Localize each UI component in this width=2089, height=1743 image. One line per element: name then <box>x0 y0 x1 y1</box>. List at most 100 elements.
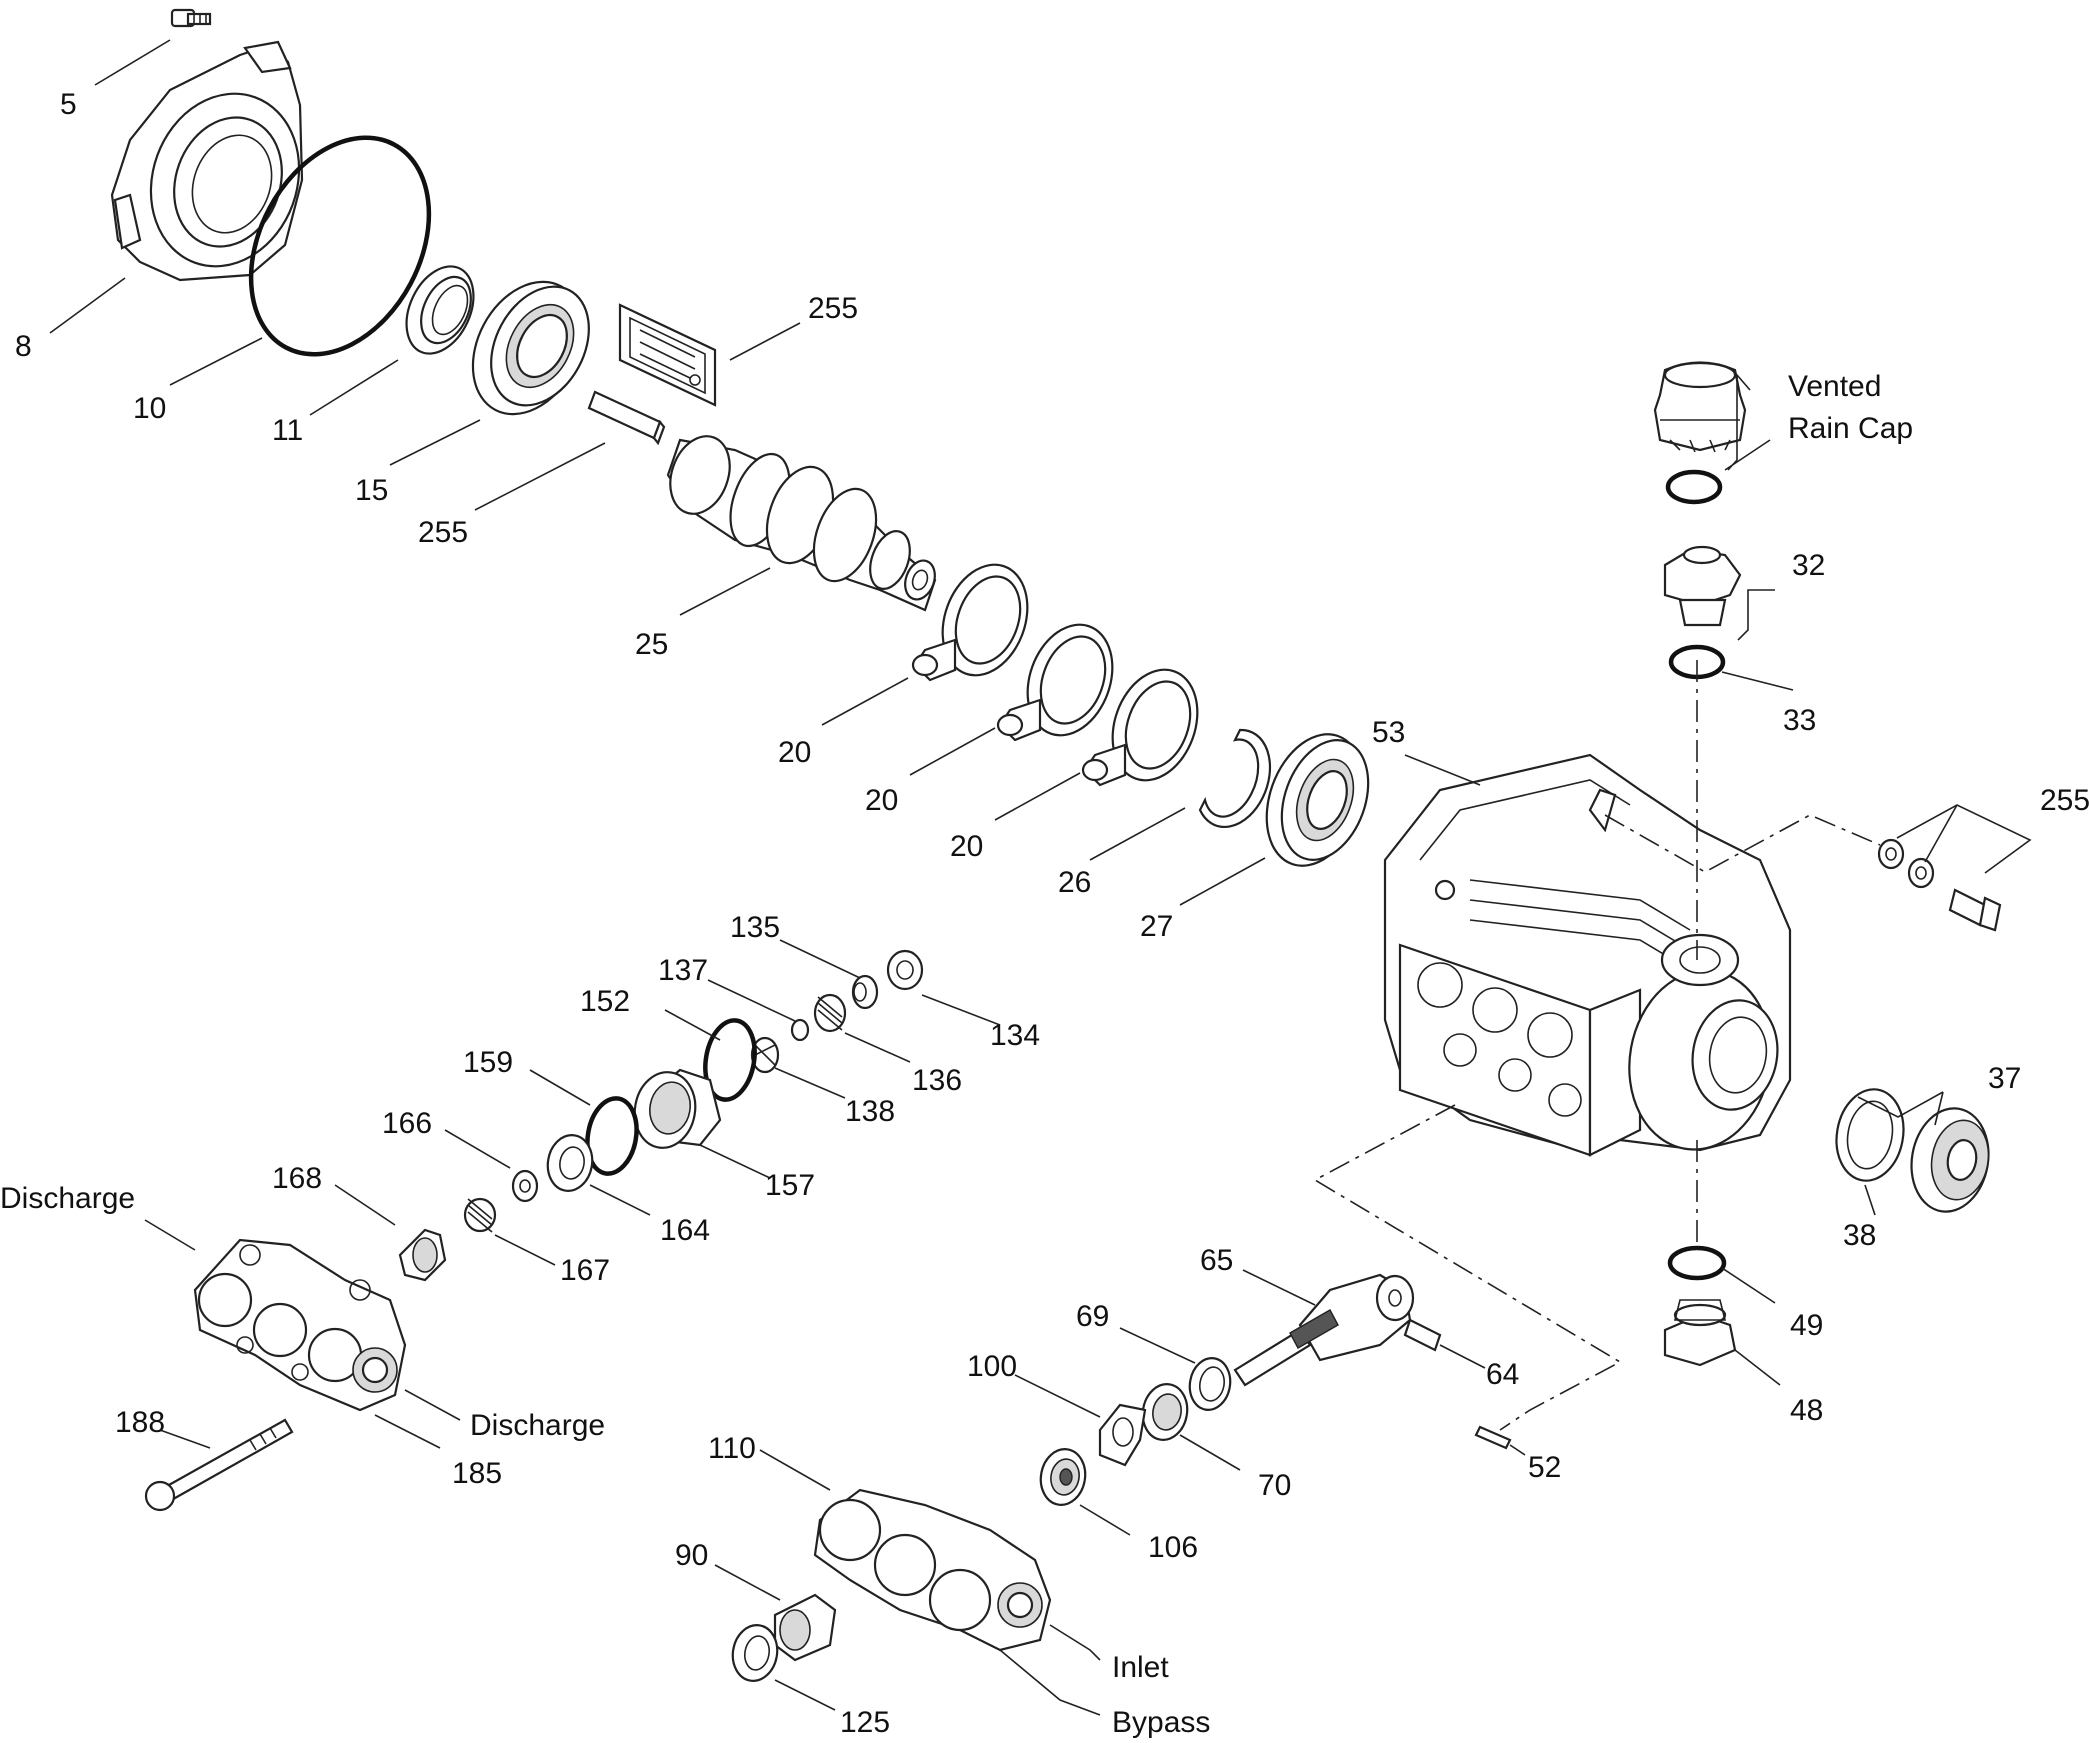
callout-185: 185 <box>452 1457 502 1490</box>
part-185-discharge-manifold <box>193 1238 407 1412</box>
callout-110: 110 <box>708 1432 756 1465</box>
part-137-washer <box>790 1018 810 1042</box>
part-69-washer <box>1188 1357 1232 1411</box>
callout-100: 100 <box>967 1350 1017 1383</box>
callout-136: 136 <box>912 1064 962 1097</box>
callout-137: 137 <box>658 954 708 987</box>
callout-26: 26 <box>1058 866 1091 899</box>
part-26-snap-ring <box>1198 728 1272 828</box>
callout-152: 152 <box>580 985 630 1018</box>
callout-49: 49 <box>1790 1309 1823 1342</box>
callout-vented: Vented <box>1788 370 1881 403</box>
callout-15: 15 <box>355 474 388 507</box>
part-134-washer <box>886 949 924 991</box>
part-32-breather-cap <box>1663 545 1742 627</box>
callout-rain-cap: Rain Cap <box>1788 412 1913 445</box>
callout-255-key: 255 <box>418 516 468 549</box>
callout-8: 8 <box>15 330 32 363</box>
part-110-inlet-manifold <box>813 1488 1052 1652</box>
callout-138: 138 <box>845 1095 895 1128</box>
center-lines <box>1313 660 1881 1431</box>
part-136-spring <box>813 993 847 1033</box>
part-168-valve <box>398 1228 447 1282</box>
part-52-pin <box>1474 1425 1512 1450</box>
callout-157: 157 <box>765 1169 815 1202</box>
callout-discharge-side: Discharge <box>470 1409 605 1442</box>
callout-164: 164 <box>660 1214 710 1247</box>
callout-27: 27 <box>1140 910 1173 943</box>
part-53-crankcase <box>1383 753 1792 1157</box>
part-10-o-ring <box>248 135 432 357</box>
part-90-bearing <box>773 1593 837 1662</box>
callout-38: 38 <box>1843 1219 1876 1252</box>
callout-inlet: Inlet <box>1112 1651 1169 1684</box>
part-15-ball-bearing <box>471 280 590 416</box>
callout-20-b: 20 <box>865 784 898 817</box>
callout-discharge-top: Discharge <box>0 1182 135 1215</box>
callout-125: 125 <box>840 1706 890 1739</box>
callout-135: 135 <box>730 911 780 944</box>
part-vented-rain-cap-o-ring <box>1665 469 1723 505</box>
callout-37: 37 <box>1988 1062 2021 1095</box>
part-20-connecting-rod-1 <box>911 563 1029 682</box>
part-106-seal <box>1039 1448 1087 1506</box>
part-188-bolt <box>144 1418 294 1512</box>
part-20-connecting-rod-2 <box>996 623 1114 742</box>
callout-65: 65 <box>1200 1244 1233 1277</box>
callout-52: 52 <box>1528 1451 1561 1484</box>
part-164-washer <box>546 1134 594 1192</box>
callout-255-plate: 255 <box>808 292 858 325</box>
callout-bypass: Bypass <box>1112 1706 1210 1739</box>
callout-33: 33 <box>1783 704 1816 737</box>
callout-11: 11 <box>272 414 303 447</box>
part-5-bolt <box>170 8 212 28</box>
part-167-spring <box>463 1197 497 1233</box>
part-100-retainer <box>1098 1403 1147 1467</box>
callout-69: 69 <box>1076 1300 1109 1333</box>
part-8-bearing-cover <box>110 40 304 282</box>
part-27-ball-bearing <box>1265 733 1370 867</box>
callout-188: 188 <box>115 1406 165 1439</box>
callout-20-a: 20 <box>778 736 811 769</box>
part-70-seal <box>1141 1383 1189 1441</box>
part-125-seal <box>731 1624 779 1682</box>
part-255-label-plate <box>618 303 717 407</box>
part-38-washer <box>1835 1088 1905 1182</box>
callout-25: 25 <box>635 628 668 661</box>
part-166-washer <box>511 1169 539 1203</box>
part-138-seal <box>750 1036 780 1074</box>
part-255-washers-bolt <box>1877 838 2002 932</box>
part-25-crankshaft <box>666 435 937 612</box>
callout-5: 5 <box>60 88 77 121</box>
part-152-o-ring <box>703 1018 757 1102</box>
part-157-seal-retainer <box>633 1068 722 1149</box>
callout-255-right: 255 <box>2040 784 2089 817</box>
part-255-key <box>587 390 666 446</box>
part-159-o-ring <box>585 1096 639 1176</box>
callout-labels: 5 8 10 11 15 255 255 25 20 20 20 26 27 5… <box>0 88 2089 1739</box>
callout-168: 168 <box>272 1162 322 1195</box>
callout-90: 90 <box>675 1539 708 1572</box>
callout-166: 166 <box>382 1107 432 1140</box>
callout-64: 64 <box>1486 1358 1519 1391</box>
part-48-drain-plug <box>1663 1299 1737 1367</box>
callout-70: 70 <box>1258 1469 1291 1502</box>
part-65-unloader-piston <box>1233 1273 1415 1387</box>
callout-106: 106 <box>1148 1531 1198 1564</box>
callout-53: 53 <box>1372 716 1405 749</box>
callout-10: 10 <box>133 392 166 425</box>
part-vented-rain-cap <box>1653 361 1747 453</box>
callout-167: 167 <box>560 1254 610 1287</box>
part-135-retainer <box>851 974 879 1010</box>
callout-20-c: 20 <box>950 830 983 863</box>
part-37-plug <box>1910 1107 1990 1213</box>
callout-159: 159 <box>463 1046 513 1079</box>
callout-32: 32 <box>1792 549 1825 582</box>
part-64-pin <box>1403 1318 1442 1352</box>
part-49-o-ring <box>1667 1245 1727 1281</box>
part-20-connecting-rod-3 <box>1081 668 1199 787</box>
callout-134: 134 <box>990 1019 1040 1052</box>
part-11-oil-seal <box>405 265 475 355</box>
